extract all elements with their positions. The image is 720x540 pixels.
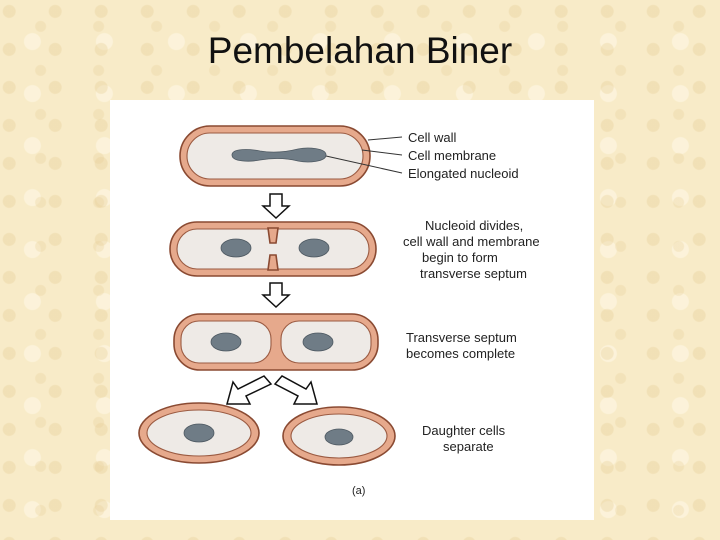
label-cell-membrane: Cell membrane bbox=[408, 148, 496, 163]
label-stage4-line2: separate bbox=[443, 439, 494, 454]
down-left-arrow-icon bbox=[226, 375, 273, 405]
stage3-nucleoid-left bbox=[210, 332, 242, 352]
stage2-septum-top bbox=[267, 227, 279, 244]
stage4-right-daughter-cell bbox=[282, 406, 396, 466]
stage1-leader-lines bbox=[325, 136, 403, 174]
label-cell-wall: Cell wall bbox=[408, 130, 457, 145]
label-stage3-line2: becomes complete bbox=[406, 346, 515, 361]
stage3-nucleoid-right bbox=[302, 332, 334, 352]
stage3-cell bbox=[173, 313, 379, 371]
label-stage4-line1: Daughter cells bbox=[422, 423, 506, 438]
label-stage2-line1: Nucleoid divides, bbox=[425, 218, 523, 233]
label-elongated-nucleoid: Elongated nucleoid bbox=[408, 166, 519, 181]
stage2-nucleoid-right bbox=[298, 238, 330, 258]
binary-fission-figure: Cell wall Cell membrane Elongated nucleo… bbox=[110, 100, 594, 520]
slide-title: Pembelahan Biner bbox=[207, 30, 513, 71]
label-stage3-line1: Transverse septum bbox=[406, 330, 517, 345]
down-arrow-icon bbox=[261, 193, 291, 220]
panel-caption: (a) bbox=[352, 485, 365, 497]
down-right-arrow-icon bbox=[273, 375, 318, 405]
stage2-nucleoid-left bbox=[220, 238, 252, 258]
label-stage2-line2: cell wall and membrane bbox=[403, 234, 540, 249]
stage4-left-nucleoid bbox=[183, 423, 215, 443]
stage4-left-daughter-cell bbox=[138, 402, 260, 464]
down-arrow-icon bbox=[261, 282, 291, 309]
stage1-cell bbox=[179, 125, 371, 187]
binary-fission-diagram: Cell wall Cell membrane Elongated nucleo… bbox=[138, 125, 540, 497]
stage4-right-nucleoid bbox=[324, 428, 354, 446]
stage1-elongated-nucleoid bbox=[231, 147, 327, 163]
stage2-septum-bottom bbox=[267, 254, 279, 271]
stage2-cell bbox=[169, 221, 377, 277]
label-stage2-line4: transverse septum bbox=[420, 266, 527, 281]
label-stage2-line3: begin to form bbox=[422, 250, 498, 265]
